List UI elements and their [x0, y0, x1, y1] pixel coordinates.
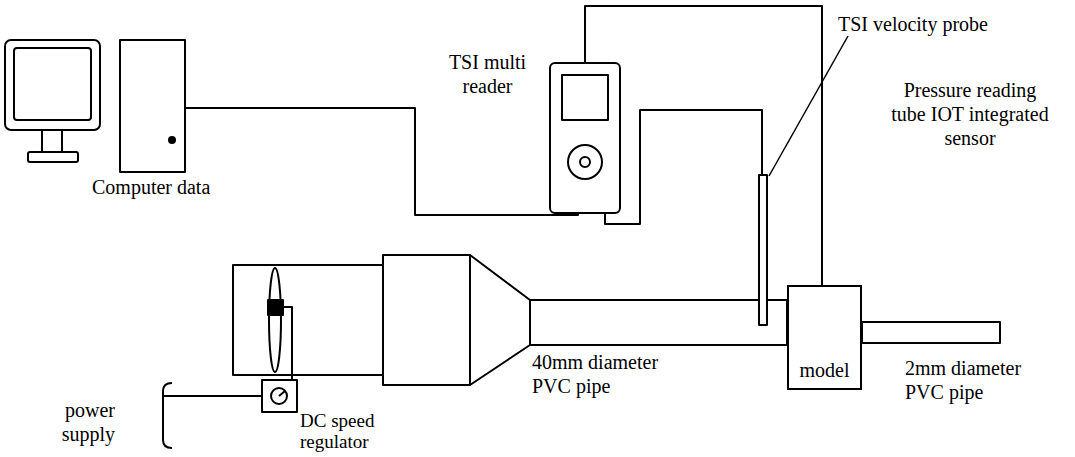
label-text: 40mm diameter PVC pipe — [532, 350, 672, 398]
regulator-pointer — [279, 391, 285, 396]
power-button — [169, 137, 175, 143]
velocity-probe — [759, 175, 767, 325]
pipe-2mm — [862, 322, 1000, 343]
label-text: TSI velocity probe — [838, 12, 988, 36]
monitor — [5, 40, 100, 130]
model-box: model — [787, 285, 862, 390]
probe-cable — [605, 110, 762, 224]
supply-bracket — [163, 383, 172, 448]
monitor-screen — [14, 48, 91, 120]
reader-dial — [568, 145, 602, 179]
monitor-neck — [42, 130, 62, 152]
pipe-40mm — [530, 300, 787, 345]
label-text: TSI multi reader — [425, 50, 550, 98]
fan-motor — [268, 300, 283, 315]
label-text: 2mm diameter PVC pipe — [905, 356, 1045, 404]
fan-housing — [233, 265, 383, 375]
label-text: power supply — [15, 398, 115, 446]
fan-blade — [269, 268, 281, 372]
label-text: Computer data — [92, 175, 210, 199]
label-text: Pressure reading tube IOT integrated sen… — [890, 78, 1050, 150]
reader-dial-center — [580, 157, 590, 167]
monitor-base — [28, 152, 78, 162]
data-cable — [185, 108, 578, 215]
computer-tower — [120, 40, 185, 172]
label-text: DC speed regulator — [300, 411, 400, 453]
settling-chamber — [383, 255, 470, 385]
leader-line — [769, 36, 848, 176]
node-text: model — [800, 358, 850, 382]
contraction — [470, 255, 530, 385]
reader-screen — [562, 75, 608, 120]
supply-wire — [163, 395, 262, 397]
regulator-knob — [271, 388, 287, 404]
speed-regulator — [262, 380, 297, 412]
tsi-reader — [550, 63, 620, 213]
motor-wire — [283, 307, 292, 380]
